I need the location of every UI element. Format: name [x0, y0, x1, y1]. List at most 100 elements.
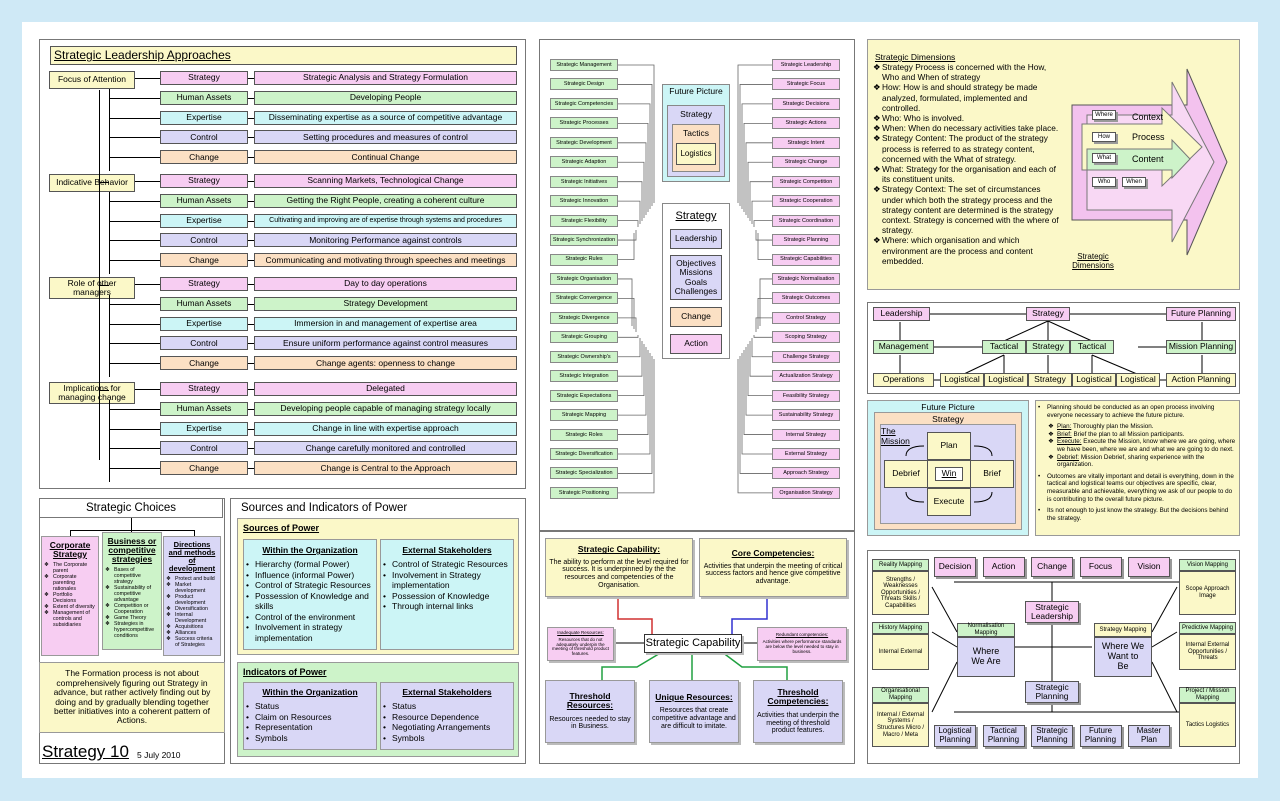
mapping-bottom-1: Tactical Planning	[982, 725, 1025, 747]
mapping-strategy-head: Strategy Mapping	[1094, 623, 1152, 637]
indicators-inside-list: StatusClaim on ResourcesRepresentationSy…	[246, 701, 376, 743]
hub-left-item: Strategic Rules	[550, 253, 618, 266]
capability-core-head: Core Competencies:	[731, 548, 815, 559]
leadership-row-label: Human Assets	[160, 193, 248, 208]
choice-item: Internal Development	[166, 612, 218, 624]
hub-right-item: Actualization Strategy	[772, 370, 840, 383]
planning-step-text: Thoroughly plan the Mission.	[1073, 423, 1154, 431]
dimensions-list: Strategy Process is concerned with the H…	[873, 62, 1061, 266]
dimension-item: How: How is and should strategy be made …	[873, 82, 1061, 113]
capability-strategic-text: The ability to perform at the level requ…	[549, 558, 689, 589]
choice-item: Market development	[166, 582, 218, 594]
choice-head: Corporate Strategy	[49, 540, 91, 559]
power-item: Negotiating Arrangements	[383, 722, 513, 733]
capability-threshold-resources-head: Threshold Resources:	[566, 690, 614, 711]
hub-future-strategy-label: Strategy	[680, 109, 712, 119]
levels-strategy-top: Strategy	[1026, 307, 1070, 321]
mapping-right-head: Predictive Mapping	[1179, 622, 1236, 634]
hub-right-item: Strategic Outcomes	[772, 292, 840, 305]
mission-future-title: Future Picture	[921, 402, 975, 412]
	[248, 200, 254, 202]
choice-column-2: Directions and methods of developmentPro…	[163, 536, 221, 656]
mission-win: Win	[935, 467, 963, 481]
hub-left-item: Strategic Roles	[550, 428, 618, 441]
	[248, 389, 254, 390]
leadership-row-label: Expertise	[160, 110, 248, 125]
	[109, 137, 160, 139]
	[248, 137, 254, 139]
	[248, 343, 254, 345]
hub-left-item: Strategic Development	[550, 136, 618, 149]
poster-sheet: Strategic Leadership Approaches Strategi…	[22, 22, 1258, 778]
choice-item: Sustainability of competitive advantage	[105, 585, 159, 603]
power-item: Control of Strategic Resources	[383, 559, 513, 570]
mission-execute: Execute	[927, 488, 971, 516]
hub-right-item: Internal Strategy	[772, 428, 840, 441]
power-item: Status	[383, 701, 513, 712]
mapping-right-body: Tactics Logistics	[1179, 703, 1236, 747]
levels-tactical-2: Tactical	[1070, 340, 1114, 354]
leadership-row-label: Expertise	[160, 316, 248, 331]
	[109, 97, 160, 99]
leadership-row-text: Getting the Right People, creating a coh…	[254, 193, 517, 208]
	[248, 303, 254, 305]
indicators-outside-head: External Stakeholders	[402, 687, 492, 697]
	[248, 284, 254, 285]
hub-left-item: Strategic Management	[550, 59, 618, 71]
mapping-top-3: Focus	[1079, 557, 1122, 577]
levels-strategy-mid: Strategy	[1026, 340, 1070, 354]
	[109, 323, 160, 325]
power-item: Resource Dependence	[383, 712, 513, 723]
levels-logistical-1: Logistical	[940, 373, 984, 387]
mission-brief: Brief	[970, 460, 1014, 488]
	[248, 78, 254, 79]
leadership-row-text: Delegated	[254, 382, 517, 396]
	[109, 428, 160, 430]
mapping-normalisation-head: Normalisation Mapping	[957, 623, 1015, 637]
mapping-right-body: Internal External Opportunities / Threat…	[1179, 634, 1236, 670]
mapping-right-head: Vision Mapping	[1179, 559, 1236, 571]
hub-left-item: Strategic Flexibility	[550, 214, 618, 227]
mapping-top-2: Change	[1031, 557, 1073, 577]
power-item: Symbols	[383, 733, 513, 744]
	[109, 157, 160, 159]
planning-more: Outcomes are vitally important and detai…	[1038, 473, 1236, 523]
	[135, 181, 160, 182]
hub-left-item: Strategic Diversification	[550, 448, 618, 460]
leadership-row-text: Communicating and motivating through spe…	[254, 253, 517, 268]
hub-right-item: Strategic Decisions	[772, 97, 840, 110]
hub-future-title: Future Picture	[669, 86, 723, 96]
leadership-row-label: Expertise	[160, 213, 248, 228]
	[248, 468, 254, 470]
mapping-left-body: Strengths / Weaknesses Opportunities / T…	[872, 571, 929, 615]
planning-step-key: Brief:	[1057, 430, 1072, 438]
choice-item: Bases of competitive strategy	[105, 567, 159, 585]
hub-left-item: Strategic Innovation	[550, 195, 618, 208]
	[109, 303, 160, 305]
mapping-left-head: History Mapping	[872, 622, 929, 634]
hub-left-item: Strategic Processes	[550, 117, 618, 130]
capability-core-box: Core Competencies: Activities that under…	[699, 538, 847, 597]
mission-strategy-label: Strategy	[932, 414, 964, 424]
dimension-item: Strategy Process is concerned with the H…	[873, 62, 1061, 82]
power-item: Control of the environment	[246, 612, 376, 623]
	[109, 448, 160, 450]
dimension-item: When: When do necessary activities take …	[873, 123, 1061, 133]
choice-item: Acquisitions	[166, 624, 218, 630]
mapping-bottom-4: Master Plan	[1128, 725, 1170, 747]
leadership-row-text: Developing people capable of managing st…	[254, 401, 517, 416]
hub-right-item: Strategic Intent	[772, 136, 840, 149]
hub-right-item: Strategic Coordination	[772, 214, 840, 227]
	[248, 220, 254, 222]
capability-core-text: Activities that underpin the meeting of …	[703, 562, 843, 586]
hub-left-item: Strategic Organisation	[550, 272, 618, 285]
hub-center-title: Strategy	[675, 210, 717, 222]
leadership-row-label: Change	[160, 150, 248, 165]
capability-redundant-text: Activities where performance standards a…	[762, 639, 842, 654]
planning-step: Brief: Brief the plan to all Mission par…	[1048, 431, 1236, 439]
planning-step: Debrief: Mission Debrief, sharing experi…	[1048, 454, 1236, 469]
power-item: Control of Strategic Resources	[246, 580, 376, 591]
power-item: Representation	[246, 722, 376, 733]
hub-future-logistics: Logistics	[676, 143, 716, 165]
levels-leadership: Leadership	[873, 307, 930, 321]
